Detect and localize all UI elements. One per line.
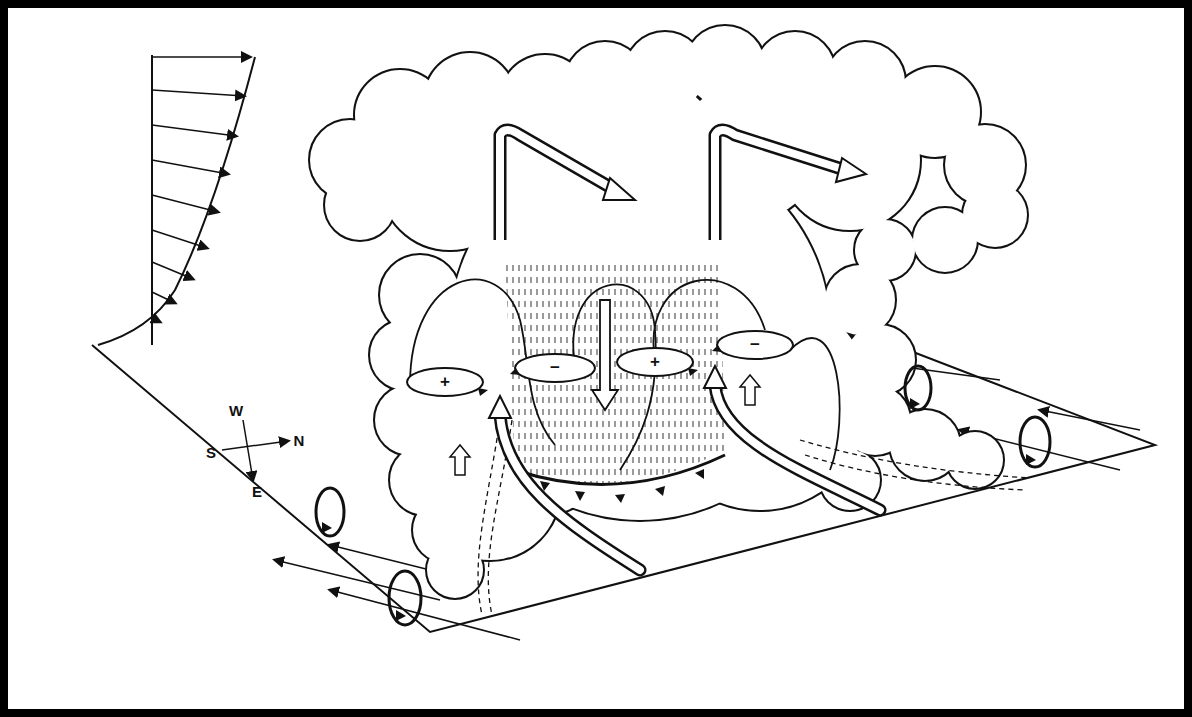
vorticity-sign: − bbox=[750, 336, 760, 353]
vorticity-sign: − bbox=[550, 359, 560, 376]
vorticity-sign: + bbox=[650, 353, 660, 370]
compass-letter: E bbox=[252, 484, 262, 499]
compass-letter: W bbox=[229, 403, 243, 418]
compass-letter: N bbox=[294, 433, 305, 448]
compass-letter: S bbox=[206, 445, 216, 460]
vorticity-sign: + bbox=[440, 373, 450, 390]
